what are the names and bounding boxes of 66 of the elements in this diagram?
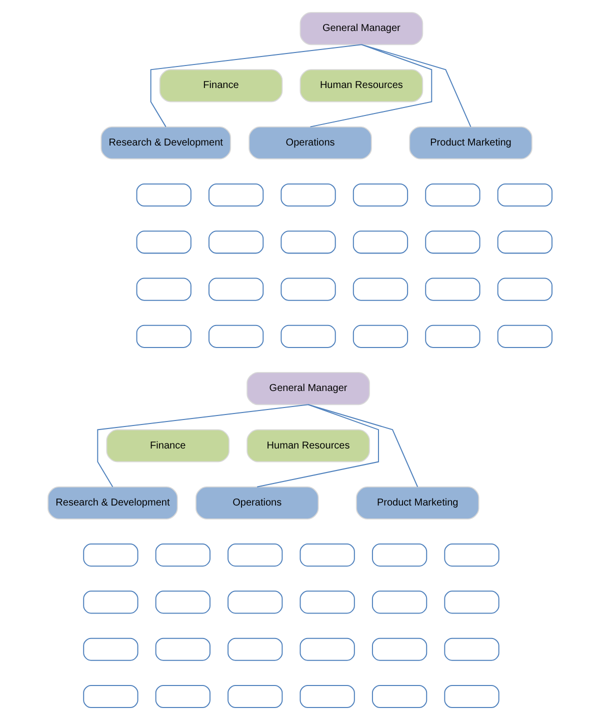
node-box: Research & Development xyxy=(100,126,232,160)
node-box xyxy=(136,278,192,301)
node-box xyxy=(372,684,428,708)
node-box xyxy=(136,324,192,348)
node-box xyxy=(155,684,210,708)
node-box xyxy=(228,684,283,708)
connector xyxy=(308,404,418,488)
node-box: General Manager xyxy=(246,372,370,406)
node-box: Product Marketing xyxy=(409,126,532,160)
node-box xyxy=(208,230,264,254)
node-box xyxy=(300,638,355,661)
node-box xyxy=(280,183,336,207)
node-box xyxy=(352,324,408,348)
node-box xyxy=(155,544,210,567)
node-box xyxy=(300,684,355,708)
node-box: Human Resources xyxy=(300,69,424,102)
node-box xyxy=(425,183,480,207)
node-box xyxy=(372,590,428,614)
connector xyxy=(310,44,432,128)
node-box xyxy=(497,183,552,207)
node-box xyxy=(425,324,480,348)
node-box xyxy=(352,230,408,254)
node-box xyxy=(208,324,264,348)
node-box xyxy=(372,638,428,661)
node-box: Product Marketing xyxy=(356,486,480,520)
connector xyxy=(150,44,362,128)
node-box xyxy=(300,590,355,614)
node-box xyxy=(425,230,480,254)
node-box xyxy=(497,278,552,301)
node-box xyxy=(155,590,210,614)
node-box: Finance xyxy=(159,69,283,102)
node-box: Research & Development xyxy=(48,486,178,520)
node-box xyxy=(444,590,500,614)
connector xyxy=(361,44,472,128)
node-box xyxy=(208,183,264,207)
node-box xyxy=(497,230,552,254)
node-box xyxy=(300,544,355,567)
node-box xyxy=(83,638,138,661)
node-box xyxy=(280,278,336,301)
node-box xyxy=(497,324,552,348)
connector xyxy=(257,404,379,488)
node-box xyxy=(280,324,336,348)
node-box: Operations xyxy=(248,126,372,160)
node-box xyxy=(372,544,428,567)
node-box xyxy=(83,544,138,567)
node-box xyxy=(352,278,408,301)
node-box: Operations xyxy=(195,486,319,520)
node-box xyxy=(136,230,192,254)
node-box xyxy=(228,638,283,661)
node-box: Human Resources xyxy=(246,429,370,462)
node-box xyxy=(208,278,264,301)
node-box: Finance xyxy=(106,429,230,462)
node-box xyxy=(352,183,408,207)
node-box xyxy=(228,544,283,567)
node-box xyxy=(425,278,480,301)
node-box xyxy=(444,544,500,567)
node-box xyxy=(83,590,138,614)
node-box xyxy=(136,183,192,207)
node-box xyxy=(280,230,336,254)
node-box xyxy=(444,638,500,661)
node-box xyxy=(83,684,138,708)
node-box xyxy=(155,638,210,661)
node-box xyxy=(444,684,500,708)
node-box xyxy=(228,590,283,614)
node-box: General Manager xyxy=(300,12,424,46)
connector xyxy=(97,404,308,488)
